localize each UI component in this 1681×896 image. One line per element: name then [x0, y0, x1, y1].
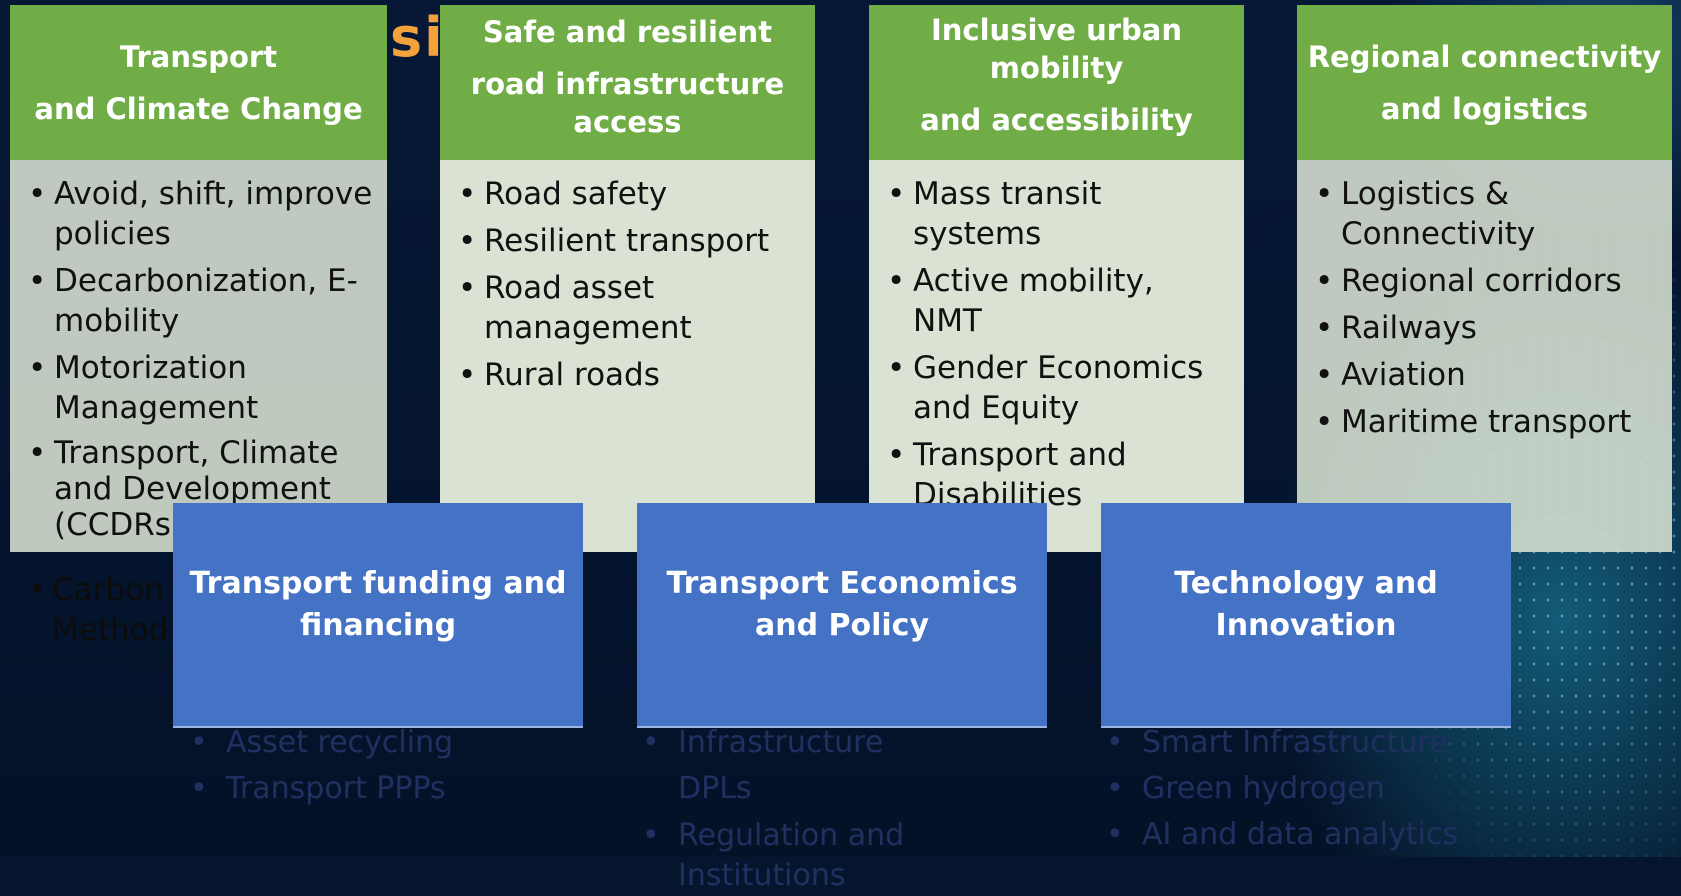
list-item: Resilient transport	[458, 221, 805, 261]
funding-sub-items: Asset recycling Transport PPPs	[190, 720, 453, 812]
column-regional-connectivity: Regional connectivity and logistics Logi…	[1297, 5, 1672, 552]
box-technology-innovation: Technology and Innovation	[1101, 503, 1511, 728]
list-item: Active mobility, NMT	[887, 261, 1173, 341]
list-item: Logistics & Connectivity	[1315, 174, 1601, 254]
heading-line: and accessibility	[920, 103, 1193, 137]
overflow-list-item: •Carbon F Method	[28, 572, 192, 648]
column-body: Avoid, shift, improve policies Decarboni…	[10, 160, 387, 552]
column-heading: Transport and Climate Change	[10, 5, 387, 160]
box-heading-line: and Policy	[754, 607, 930, 643]
column-heading: Safe and resilient road infrastructure a…	[440, 5, 815, 160]
list-item: Green hydrogen	[1106, 766, 1458, 812]
heading-line: Transport	[119, 39, 278, 74]
column-inclusive-urban-mobility: Inclusive urban mobility and accessibili…	[869, 5, 1244, 552]
list-item: Road safety	[458, 174, 805, 214]
list-item: Mass transit systems	[887, 174, 1234, 254]
economics-sub-items: Infrastructure DPLs Regulation and Insti…	[642, 720, 962, 896]
heading-line: and logistics	[1380, 91, 1589, 126]
list-item: Motorization Management	[28, 348, 383, 428]
heading-line: road infrastructure access	[470, 67, 785, 139]
column-heading: Inclusive urban mobility and accessibili…	[869, 5, 1244, 160]
column-safe-resilient-roads: Safe and resilient road infrastructure a…	[440, 5, 815, 552]
list-item: Railways	[1315, 308, 1662, 348]
list-item: Maritime transport	[1315, 402, 1662, 442]
list-item: Asset recycling	[190, 720, 453, 766]
technology-sub-items: Smart Infrastructure Green hydrogen AI a…	[1106, 720, 1458, 858]
box-heading-line: financing	[299, 607, 457, 643]
list-item: Avoid, shift, improve policies	[28, 174, 383, 254]
box-heading-line: Technology and	[1174, 565, 1438, 601]
box-heading-line: Innovation	[1215, 607, 1397, 643]
column-body: Mass transit systems Active mobility, NM…	[869, 160, 1244, 552]
list-item: Gender Economics and Equity	[887, 348, 1234, 428]
heading-line: Regional connectivity	[1307, 39, 1662, 74]
column-body: Logistics & Connectivity Regional corrid…	[1297, 160, 1672, 552]
box-heading-line: Transport funding and	[189, 565, 567, 601]
list-item: AI and data analytics	[1106, 812, 1458, 858]
list-item: Transport and Disabilities	[887, 435, 1173, 515]
list-item: Transport, Climate and Development (CCDR…	[28, 435, 383, 543]
column-body: Road safety Resilient transport Road ass…	[440, 160, 815, 552]
column-heading: Regional connectivity and logistics	[1297, 5, 1672, 160]
list-item: Smart Infrastructure	[1106, 720, 1458, 766]
list-item: Infrastructure DPLs	[642, 720, 962, 812]
list-item: Regional corridors	[1315, 261, 1662, 301]
column-transport-climate: Transport and Climate Change Avoid, shif…	[10, 5, 387, 552]
box-heading-line: Transport Economics	[666, 565, 1018, 601]
heading-line: Safe and resilient	[482, 15, 773, 49]
list-item: Road asset management	[458, 268, 805, 348]
list-item: Transport PPPs	[190, 766, 453, 812]
list-item: Decarbonization, E-mobility	[28, 261, 383, 341]
list-item: Regulation and Institutions	[642, 816, 962, 896]
box-transport-economics: Transport Economics and Policy	[637, 503, 1047, 728]
list-item: Rural roads	[458, 355, 805, 395]
heading-line: Inclusive urban mobility	[930, 13, 1182, 85]
heading-line: and Climate Change	[34, 91, 363, 126]
box-transport-funding: Transport funding and financing	[173, 503, 583, 728]
list-item: Aviation	[1315, 355, 1662, 395]
